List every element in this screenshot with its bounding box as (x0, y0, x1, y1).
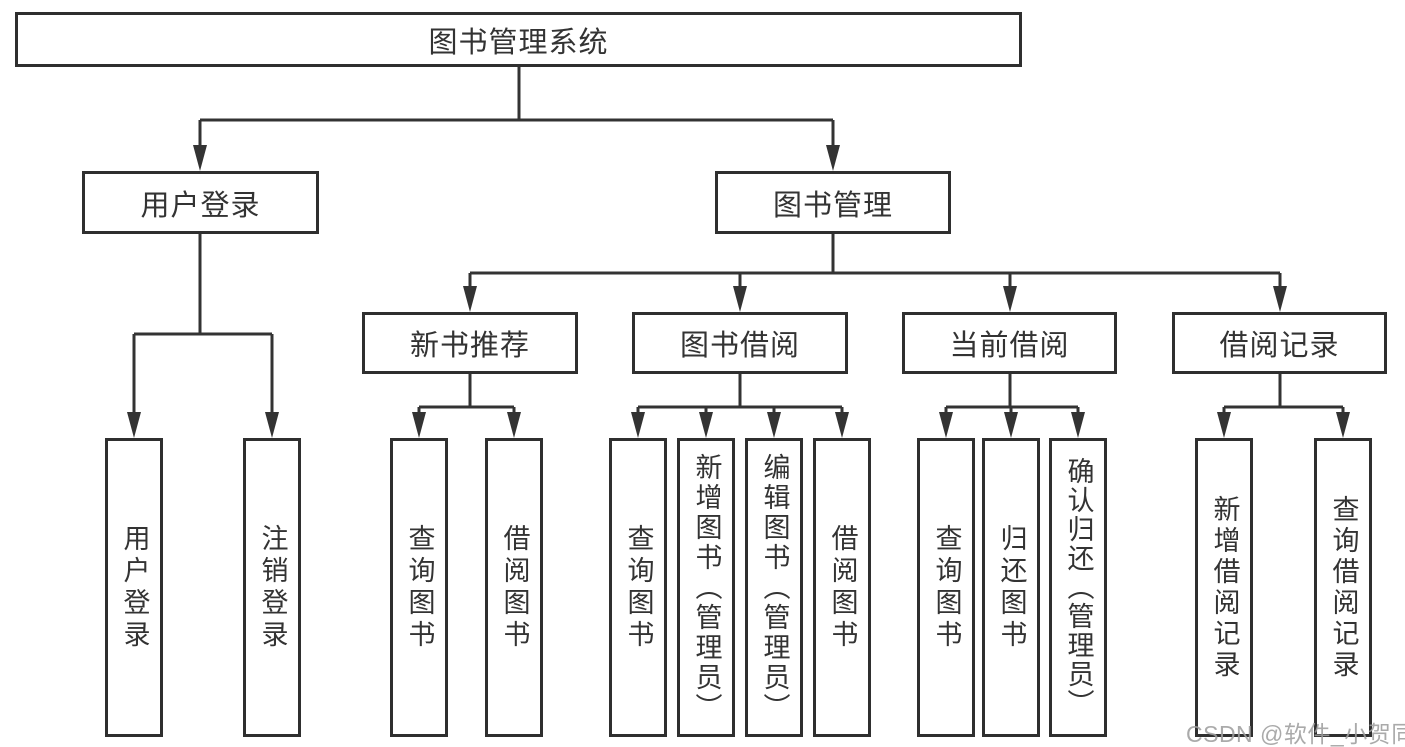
diagram-leaf-user-login: 用户登录 (105, 438, 163, 737)
diagram-leaf-borrow-book-2: 借阅图书 (813, 438, 871, 737)
arrowhead-icon (699, 412, 713, 438)
arrowhead-icon (1004, 412, 1018, 438)
arrowhead-icon (835, 412, 849, 438)
diagram-node-borrow-record: 借阅记录 (1172, 312, 1387, 374)
diagram-node-user-login: 用户登录 (82, 171, 319, 234)
diagram-leaf-query-borrow-record: 查询借阅记录 (1314, 438, 1372, 737)
node-label: 图书借阅 (679, 330, 800, 362)
diagram-node-book-borrow: 图书借阅 (632, 312, 848, 374)
node-label: 用户登录 (119, 523, 150, 652)
node-label: 新增借阅记录 (1209, 494, 1240, 681)
node-label: 新增图书（管理员） (691, 452, 722, 723)
node-label: 查询图书 (623, 523, 654, 652)
diagram-leaf-return-book: 归还图书 (982, 438, 1040, 737)
arrowhead-icon (1217, 412, 1231, 438)
node-label: 当前借阅 (949, 330, 1070, 362)
diagram-leaf-query-book-2: 查询图书 (609, 438, 667, 737)
diagram-leaf-query-book-1: 查询图书 (390, 438, 448, 737)
node-label: 查询图书 (404, 523, 435, 652)
diagram-leaf-query-book-3: 查询图书 (917, 438, 975, 737)
diagram-leaf-add-book-admin: 新增图书（管理员） (677, 438, 735, 737)
arrowhead-icon (826, 145, 840, 171)
diagram-node-current-borrow: 当前借阅 (902, 312, 1117, 374)
arrowhead-icon (412, 412, 426, 438)
diagram-node-book-management: 图书管理 (715, 171, 951, 234)
node-label: 查询借阅记录 (1328, 494, 1359, 681)
arrowhead-icon (631, 412, 645, 438)
node-label: 确认归还（管理员） (1063, 457, 1094, 718)
diagram-leaf-borrow-book-1: 借阅图书 (485, 438, 543, 737)
node-label: 用户登录 (140, 189, 261, 222)
node-label: 编辑图书（管理员） (759, 452, 790, 723)
arrowhead-icon (127, 412, 141, 438)
diagram-leaf-edit-book-admin: 编辑图书（管理员） (745, 438, 803, 737)
node-label: 注销登录 (257, 523, 288, 652)
diagram-node-new-book-recommend: 新书推荐 (362, 312, 578, 374)
arrowhead-icon (733, 286, 747, 312)
node-label: 借阅记录 (1219, 330, 1340, 362)
arrowhead-icon (1003, 286, 1017, 312)
diagram-node-root: 图书管理系统 (15, 12, 1022, 67)
node-label: 图书管理系统 (428, 26, 609, 59)
node-label: 新书推荐 (409, 330, 530, 362)
arrowhead-icon (463, 286, 477, 312)
arrowhead-icon (265, 412, 279, 438)
node-label: 图书管理 (772, 189, 893, 222)
arrowhead-icon (767, 412, 781, 438)
arrowhead-icon (1273, 286, 1287, 312)
arrowhead-icon (939, 412, 953, 438)
arrowhead-icon (1071, 412, 1085, 438)
node-label: 查询图书 (931, 523, 962, 652)
arrowhead-icon (1336, 412, 1350, 438)
node-label: 借阅图书 (499, 523, 530, 652)
diagram-leaf-logout: 注销登录 (243, 438, 301, 737)
arrowhead-icon (193, 145, 207, 171)
arrowhead-icon (507, 412, 521, 438)
diagram-leaf-confirm-return-admin: 确认归还（管理员） (1049, 438, 1107, 737)
node-label: 借阅图书 (827, 523, 858, 652)
csdn-watermark: CSDN @软件_小贺同学 (1186, 721, 1405, 747)
diagram-leaf-add-borrow-record: 新增借阅记录 (1195, 438, 1253, 737)
node-label: 归还图书 (996, 523, 1027, 652)
